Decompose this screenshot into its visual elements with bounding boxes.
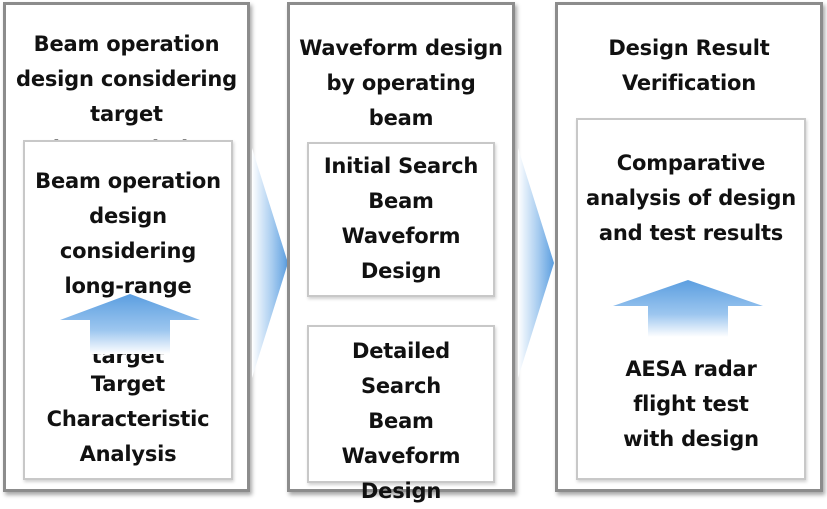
inner-box-beam-operation: Beam operation design considering long-r… xyxy=(23,140,233,480)
bottom-text: Target Characteristic Analysis xyxy=(46,372,210,466)
panel-result-verification: Design Result Verification Comparative a… xyxy=(555,2,823,492)
bottom-text: AESA radar flight test with design xyxy=(623,357,759,451)
inner-box-text: Detailed Search Beam Waveform Design xyxy=(341,339,461,503)
inner-box-text: Comparative analysis of design and test … xyxy=(586,151,796,245)
right-arrow-icon xyxy=(518,148,554,378)
inner-box-text: Beam operation design considering long-r… xyxy=(35,169,221,368)
inner-box-detailed-search: Detailed Search Beam Waveform Design xyxy=(307,325,495,503)
panel-title: Design Result Verification xyxy=(608,36,770,95)
panel-title: Waveform design by operating beam xyxy=(299,36,503,130)
panel-waveform-design: Waveform design by operating beam Initia… xyxy=(287,2,515,503)
panel-target-characteristics: Beam operation design considering target… xyxy=(3,2,250,492)
right-arrow-icon xyxy=(252,148,288,378)
up-arrow-icon xyxy=(60,294,200,354)
inner-box-verification: Comparative analysis of design and test … xyxy=(576,118,806,480)
inner-box-text: Initial Search Beam Waveform Design xyxy=(323,154,479,283)
inner-box-initial-search: Initial Search Beam Waveform Design xyxy=(307,142,495,297)
up-arrow-icon xyxy=(613,280,763,337)
